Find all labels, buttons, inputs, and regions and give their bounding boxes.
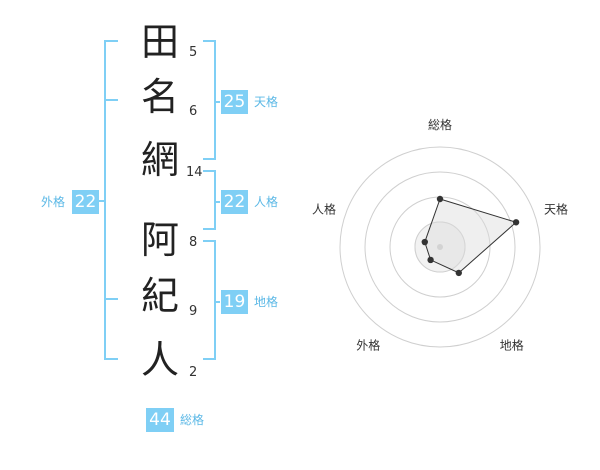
chikaku-label: 地格: [254, 295, 279, 309]
tenkaku-bracket-vertical: [214, 40, 216, 160]
stroke-count-6: 2: [189, 365, 198, 380]
stroke-count-4: 8: [189, 235, 198, 250]
radar-axis-label-2: 天格: [544, 201, 568, 216]
tenkaku-bracket-bottom: [203, 158, 216, 160]
chikaku-value-badge: 19: [221, 290, 248, 314]
radar-point-3: [455, 269, 463, 277]
stroke-count-3: 14: [186, 165, 203, 180]
stroke-count-1: 5: [189, 45, 198, 60]
radar-axis-label-4: 外格: [356, 338, 380, 353]
name-char-1: 田: [140, 20, 179, 64]
outer-bracket-bottom: [104, 358, 118, 360]
name-char-2: 名: [140, 75, 179, 119]
outer-bracket-connector: [98, 200, 106, 202]
radar-ring-3: [364, 171, 516, 323]
radar-axis-label-5: 人格: [312, 201, 336, 216]
radar-axis-label-1: 総格: [428, 117, 452, 132]
jinkaku-bracket-connector: [214, 201, 220, 203]
stroke-count-5: 9: [189, 304, 198, 319]
name-char-4: 阿: [140, 218, 179, 262]
tenkaku-value-badge: 25: [221, 90, 248, 114]
radar-point-5: [421, 238, 428, 246]
jinkaku-bracket-vertical: [214, 170, 216, 230]
chikaku-bracket-connector: [214, 301, 220, 303]
radar-point-2: [512, 219, 520, 226]
tenkaku-bracket-connector: [214, 101, 220, 103]
chikaku-bracket-top: [203, 240, 216, 242]
jinkaku-bracket-top: [203, 170, 216, 172]
chikaku-bracket-vertical: [214, 240, 216, 360]
outer-bracket-tick-2: [104, 298, 118, 300]
radar-point-4: [427, 256, 434, 264]
tenkaku-label: 天格: [254, 95, 279, 109]
name-char-3: 網: [140, 138, 179, 182]
gaikaku-value-badge: 22: [72, 190, 99, 214]
gaikaku-label: 外格: [41, 195, 66, 209]
name-char-5: 紀: [140, 274, 179, 318]
name-char-6: 人: [140, 338, 179, 382]
outer-bracket-tick-1: [104, 99, 118, 101]
radar-axis-label-3: 地格: [500, 338, 524, 353]
jinkaku-label: 人格: [254, 195, 279, 209]
stroke-count-2: 6: [189, 104, 198, 119]
radar-point-1: [436, 195, 444, 203]
radar-series-polygon: [424, 198, 518, 274]
radar-ring-4: [339, 146, 541, 348]
tenkaku-bracket-top: [203, 40, 216, 42]
jinkaku-bracket-bottom: [203, 228, 216, 230]
soukaku-label: 総格: [180, 413, 205, 427]
jinkaku-value-badge: 22: [221, 190, 248, 214]
radar-center-dot: [437, 244, 443, 250]
soukaku-value-badge: 44: [146, 408, 174, 432]
outer-bracket-top: [104, 40, 118, 42]
chikaku-bracket-bottom: [203, 358, 216, 360]
